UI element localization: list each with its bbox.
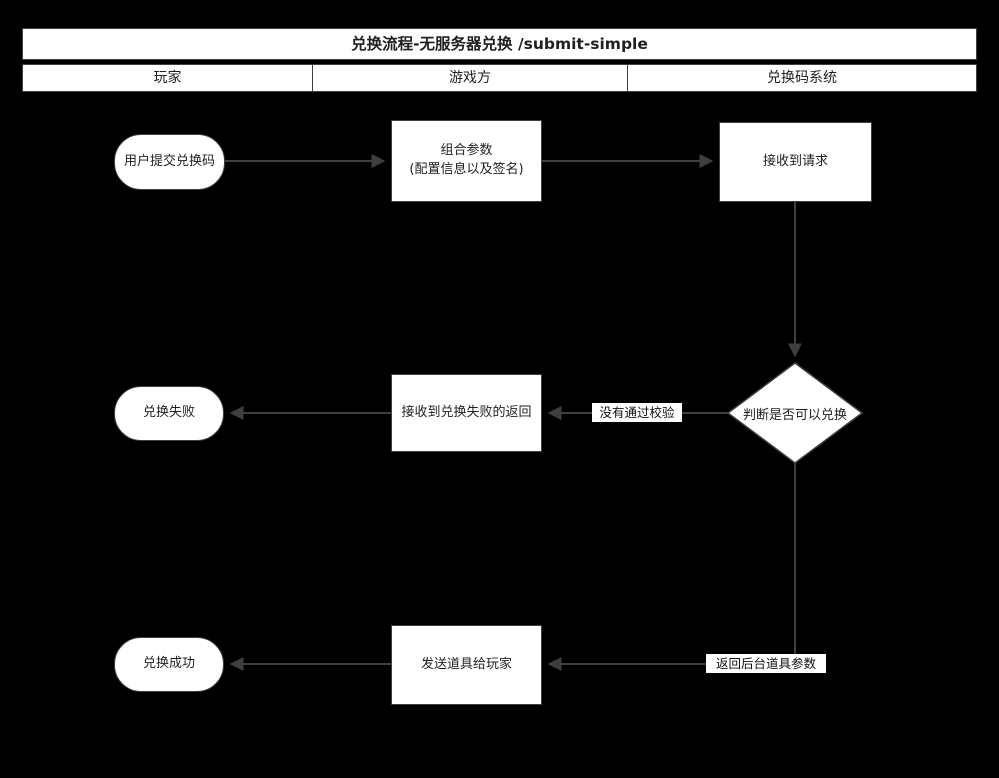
lane-game-label: 游戏方 (449, 69, 491, 86)
node-send-item-label: 发送道具给玩家 (420, 656, 512, 672)
node-user-submit-code: 用户提交兑换码 (114, 134, 225, 190)
diagram-title: 兑换流程-无服务器兑换 /submit-simple (351, 34, 648, 53)
node-receive-fail-return-label: 接收到兑换失败的返回 (401, 404, 532, 420)
node-redeem-success-label: 兑换成功 (142, 656, 195, 672)
lane-header-system: 兑换码系统 (627, 64, 977, 92)
lane-player-label: 玩家 (153, 69, 182, 86)
node-combine-params-line1: 组合参数 (440, 143, 493, 159)
node-redeem-fail: 兑换失败 (114, 386, 224, 441)
lane-system-label: 兑换码系统 (767, 69, 837, 86)
node-receive-request: 接收到请求 (719, 122, 872, 202)
node-receive-fail-return: 接收到兑换失败的返回 (391, 374, 542, 452)
node-combine-params-line2: (配置信息以及签名) (409, 162, 524, 177)
node-redeem-success: 兑换成功 (114, 637, 224, 692)
lane-header-game: 游戏方 (312, 64, 628, 92)
edge-label-validation-failed: 没有通过校验 (592, 403, 682, 422)
node-send-item: 发送道具给玩家 (391, 625, 542, 705)
diagram-title-bar: 兑换流程-无服务器兑换 /submit-simple (22, 28, 977, 60)
edge-label-return-item-params: 返回后台道具参数 (706, 654, 826, 673)
node-redeem-fail-label: 兑换失败 (142, 405, 195, 421)
lane-header-player: 玩家 (22, 64, 313, 92)
node-receive-request-label: 接收到请求 (762, 153, 828, 169)
edge-decision-to-send-item (547, 463, 796, 671)
node-decision-label: 判断是否可以兑换 (742, 407, 847, 423)
node-combine-params: 组合参数 (配置信息以及签名) (391, 120, 542, 202)
node-user-submit-code-label: 用户提交兑换码 (123, 153, 215, 169)
node-decision: 判断是否可以兑换 (728, 363, 862, 463)
